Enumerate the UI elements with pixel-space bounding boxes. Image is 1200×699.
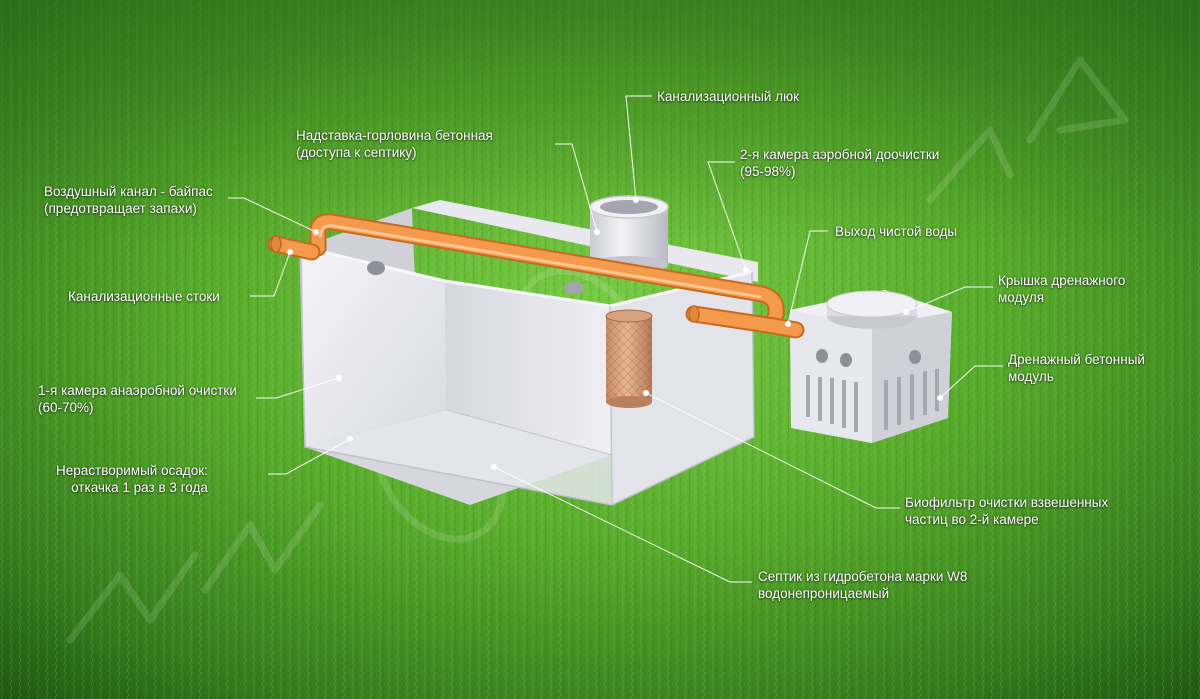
label-chamber2-line2: (95-98%)	[740, 164, 796, 179]
label-chamber1: 1-я камера анаэробной очистки (60-70%)	[38, 382, 237, 416]
label-neck-line1: Надставка-горловина бетонная	[296, 128, 493, 143]
biofilter-cylinder-icon	[605, 309, 653, 408]
label-chamber2: 2-я камера аэробной доочистки (95-98%)	[740, 146, 939, 180]
label-septic-line2: водонепроницаемый	[758, 586, 890, 601]
label-bypass: Воздушный канал - байпас (предотвращает …	[44, 183, 213, 217]
label-neck-line2: (доступа к септику)	[296, 145, 417, 160]
drainage-module	[790, 290, 952, 443]
label-biofilter-line1: Биофильтр очистки взвешенных	[905, 495, 1109, 510]
label-bypass-line2: (предотвращает запахи)	[44, 201, 197, 216]
label-chamber2-line1: 2-я камера аэробной доочистки	[740, 147, 940, 162]
label-manhole-line1: Канализационный люк	[657, 89, 800, 104]
label-biofilter: Биофильтр очистки взвешенных частиц во 2…	[905, 494, 1108, 528]
leader-dots	[287, 197, 943, 470]
label-sediment-line2: откачка 1 раз в 3 года	[71, 480, 208, 495]
label-septic-line1: Септик из гидробетона марки W8	[758, 569, 968, 584]
leader-lines	[228, 95, 1003, 583]
label-drain-module-line1: Дренажный бетонный	[1008, 352, 1145, 367]
label-bypass-line1: Воздушный канал - байпас	[44, 184, 213, 199]
label-drain-lid: Крышка дренажного модуля	[998, 272, 1125, 306]
label-sewage: Канализационные стоки	[68, 288, 220, 305]
label-drain-lid-line2: модуля	[998, 290, 1045, 305]
label-sewage-line1: Канализационные стоки	[68, 289, 220, 304]
label-sediment: Нерастворимый осадок: откачка 1 раз в 3 …	[56, 462, 208, 496]
label-drain-module: Дренажный бетонный модуль	[1008, 351, 1145, 385]
label-biofilter-line2: частиц во 2-й камере	[905, 512, 1039, 527]
label-septic: Септик из гидробетона марки W8 водонепро…	[758, 568, 967, 602]
label-outlet-line1: Выход чистой воды	[835, 224, 958, 239]
label-outlet: Выход чистой воды	[835, 223, 957, 240]
label-drain-lid-line1: Крышка дренажного	[998, 273, 1126, 288]
label-chamber1-line2: (60-70%)	[38, 400, 94, 415]
manhole-cylinder-icon	[589, 195, 669, 274]
label-manhole: Канализационный люк	[657, 88, 799, 105]
pipes	[267, 213, 805, 339]
label-sediment-line1: Нерастворимый осадок:	[56, 463, 208, 478]
label-neck: Надставка-горловина бетонная (доступа к …	[296, 127, 493, 161]
label-drain-module-line2: модуль	[1008, 369, 1054, 384]
label-chamber1-line1: 1-я камера анаэробной очистки	[38, 383, 237, 398]
